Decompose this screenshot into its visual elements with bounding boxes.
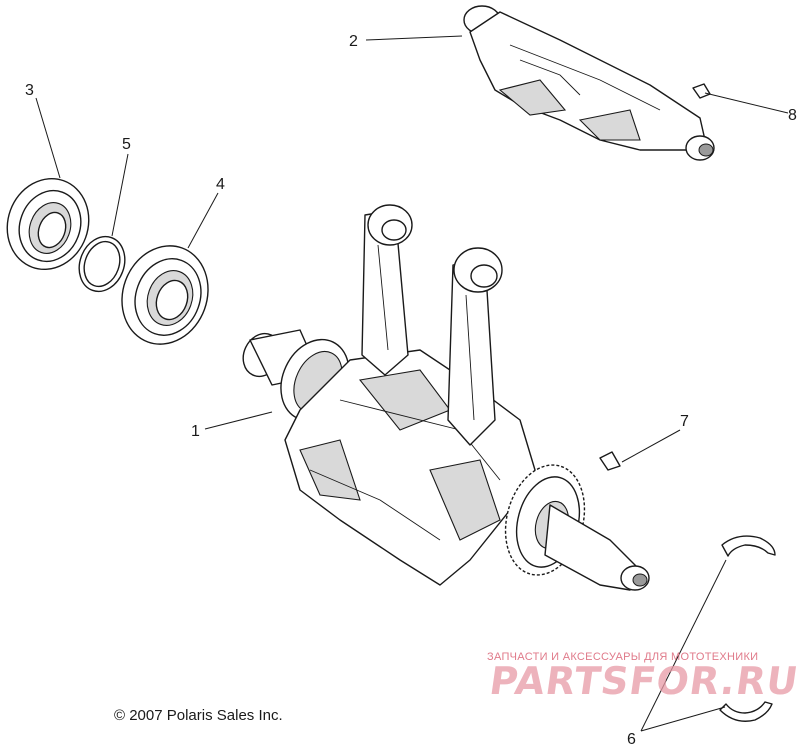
callout-7: 7 [680,413,689,430]
bearing-part-4 [121,245,209,345]
callout-5: 5 [122,136,131,153]
crankshaft-assembly-part-1 [242,204,650,591]
callout-3: 3 [25,82,34,99]
oil-seal-part-3 [6,177,90,271]
callout-6: 6 [627,731,636,745]
watermark-logo: PARTSFOR.RU [486,659,800,703]
callout-4: 4 [216,176,225,193]
crank-key-part-7 [599,451,621,471]
callout-1: 1 [191,423,200,440]
woodruff-key-part-8 [692,83,711,99]
callout-2: 2 [349,33,358,50]
leader-lines [35,35,789,732]
balance-shaft-part-2 [463,5,715,161]
copyright-notice: © 2007 Polaris Sales Inc. [114,707,283,724]
snap-ring-part-5 [78,235,126,293]
callout-8: 8 [788,107,797,124]
watermark-tagline: ЗАПЧАСТИ И АКСЕССУАРЫ ДЛЯ МОТОТЕХНИКИ [487,651,759,663]
bearing-shells-part-6 [719,535,776,722]
